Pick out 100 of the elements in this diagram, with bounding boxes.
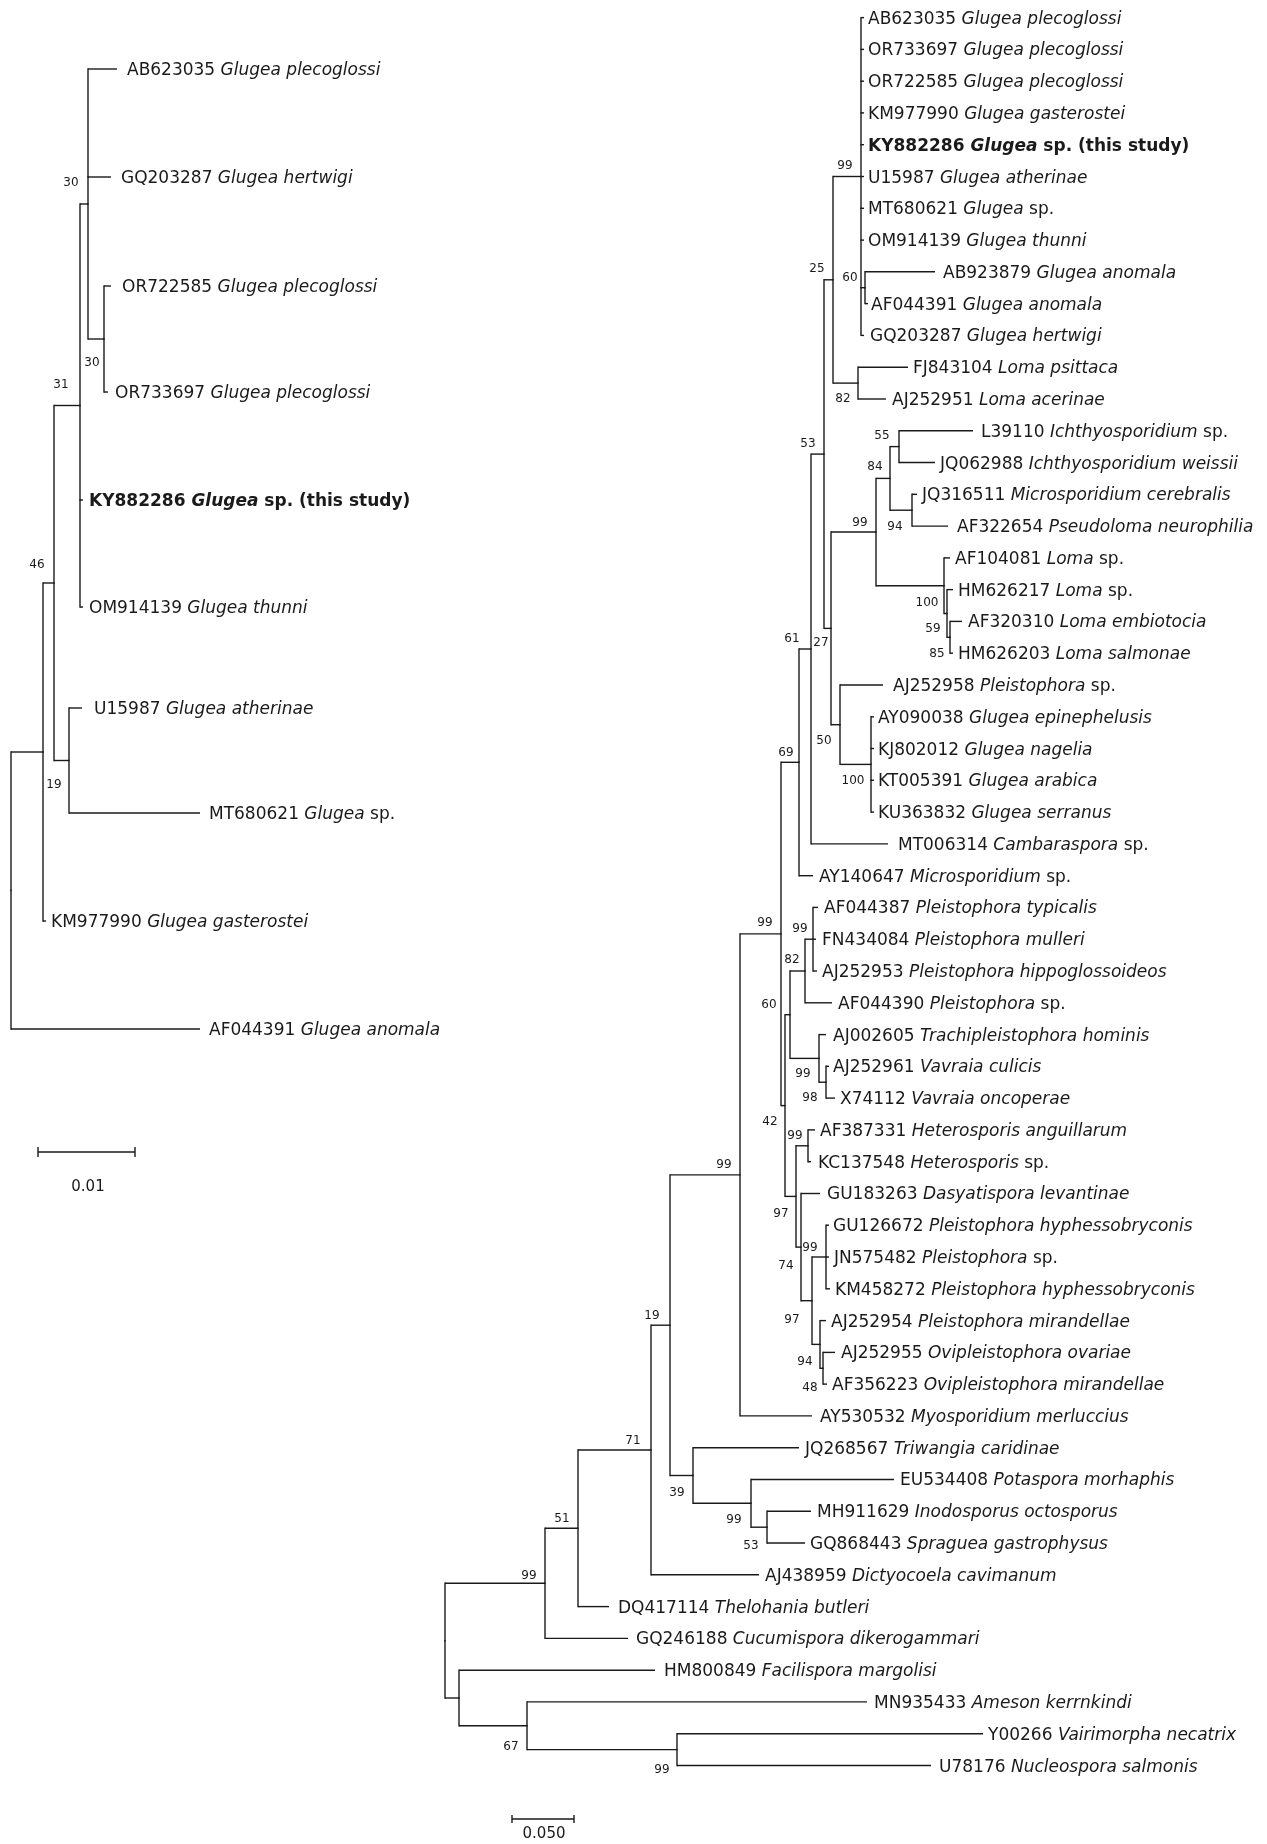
bootstrap-value: 25: [809, 261, 825, 275]
fork-line: [946, 612, 948, 638]
branch-line: [42, 920, 47, 922]
fork-line: [818, 1033, 820, 1060]
fork-line: [911, 509, 913, 527]
bootstrap-value: 99: [852, 515, 868, 529]
fork-line: [825, 1065, 827, 1083]
taxon-label: U78176 Nucleospora salmonis: [931, 1755, 1198, 1776]
branch-line: [766, 1542, 806, 1544]
taxon-label: OR722585 Glugea plecoglossi: [111, 276, 378, 296]
bootstrap-value: 99: [654, 1762, 670, 1776]
fork-line: [949, 620, 951, 638]
branch-line: [864, 302, 869, 305]
fork-line: [780, 761, 782, 935]
branch-line: [860, 48, 865, 51]
bootstrap-value: 27: [813, 635, 829, 649]
fork-line: [68, 707, 70, 762]
branch-line: [830, 531, 877, 533]
bootstrap-value: 51: [554, 1511, 570, 1525]
fork-line: [692, 1474, 694, 1504]
bootstrap-value: 50: [816, 733, 832, 747]
bootstrap-value: 99: [792, 921, 808, 935]
branch-line: [795, 1145, 809, 1147]
bootstrap-value: 31: [53, 377, 69, 391]
branch-line: [864, 271, 936, 273]
taxon-label: KM977990 Glugea gasterostei: [864, 102, 1126, 123]
fork-line: [650, 1324, 652, 1451]
fork-line: [544, 1582, 546, 1640]
fork-line: [857, 382, 859, 400]
fork-line: [676, 1733, 678, 1751]
branch-line: [79, 203, 89, 205]
branch-line: [68, 707, 83, 709]
branch-line: [819, 1319, 827, 1322]
branch-line: [812, 938, 817, 940]
taxon-label: KY882286 Glugea sp. (this study): [83, 490, 411, 510]
fork-line: [811, 1256, 813, 1302]
fork-line: [780, 933, 782, 1107]
branch-line: [577, 1605, 610, 1608]
branch-line: [825, 1256, 830, 1258]
taxon-label: KC137548 Heterosporis sp.: [811, 1151, 1050, 1172]
fork-line: [804, 970, 806, 1004]
fork-line: [860, 16, 862, 51]
branch-line: [818, 1033, 827, 1036]
fork-line: [860, 239, 862, 289]
branch-line: [577, 1449, 652, 1451]
bootstrap-value: 94: [797, 1354, 813, 1368]
branch-line: [812, 906, 819, 909]
taxon-label: GQ868443 Spraguea gastrophysus: [805, 1533, 1108, 1554]
fork-line: [870, 779, 872, 813]
fork-line: [819, 1343, 821, 1369]
fork-line: [800, 1192, 802, 1248]
branch-line: [889, 509, 913, 511]
fork-line: [860, 287, 862, 337]
branch-line: [798, 648, 812, 650]
branch-line: [812, 970, 818, 972]
branch-line: [819, 1367, 824, 1369]
branch-line: [898, 461, 936, 464]
taxon-label: AJ438959 Dictyocoela cavimanum: [759, 1564, 1057, 1585]
branch-line: [766, 1510, 812, 1512]
fork-line: [795, 1145, 797, 1198]
branch-line: [943, 557, 951, 559]
fork-line: [870, 716, 872, 750]
branch-line: [807, 1129, 816, 1131]
taxon-label: GQ203287 Glugea hertwigi: [864, 325, 1102, 346]
fork-line: [823, 279, 825, 455]
fork-line: [839, 684, 841, 726]
taxon-label: AF044387 Pleistophora typicalis: [818, 897, 1097, 918]
taxon-label: JQ268567 Triwangia caridinae: [799, 1437, 1060, 1458]
taxon-label: Y00266 Vairimorpha necatrix: [983, 1723, 1237, 1744]
fork-line: [870, 763, 872, 781]
fork-line: [812, 906, 814, 940]
branch-line: [739, 933, 782, 935]
fork-line: [875, 531, 877, 587]
bootstrap-value: 99: [837, 158, 853, 172]
bootstrap-value: 99: [521, 1568, 537, 1582]
branch-line: [811, 1343, 821, 1346]
branch-line: [692, 1447, 800, 1449]
taxon-label: OR733697 Glugea plecoglossi: [108, 382, 371, 402]
bootstrap-value: 99: [716, 1157, 732, 1171]
taxon-label: U15987 Glugea atherinae: [864, 166, 1088, 187]
branch-line: [860, 239, 865, 241]
branch-line: [780, 761, 800, 763]
taxon-label: AY140647 Microsporidium sp.: [813, 865, 1072, 886]
taxon-label: KT005391 Glugea arabica: [874, 770, 1098, 791]
taxon-label: JN575482 Pleistophora sp.: [829, 1247, 1058, 1267]
bootstrap-value: 84: [867, 459, 883, 473]
fork-line: [812, 938, 814, 972]
taxon-label: OM914139 Glugea thunni: [864, 230, 1087, 251]
fork-line: [822, 1367, 824, 1385]
branch-line: [79, 606, 84, 608]
branch-line: [650, 1324, 671, 1326]
branch-line: [526, 1748, 678, 1751]
taxon-label: HM626203 Loma salmonae: [953, 643, 1191, 664]
fork-line: [87, 68, 89, 178]
taxon-label: AF044391 Glugea anomala: [200, 1019, 441, 1039]
taxon-label: JQ316511 Microsporidium cerebralis: [917, 484, 1231, 505]
bootstrap-value: 46: [29, 557, 45, 571]
fork-line: [444, 1582, 446, 1642]
bootstrap-value: 30: [84, 355, 100, 369]
fork-line: [784, 1014, 786, 1107]
